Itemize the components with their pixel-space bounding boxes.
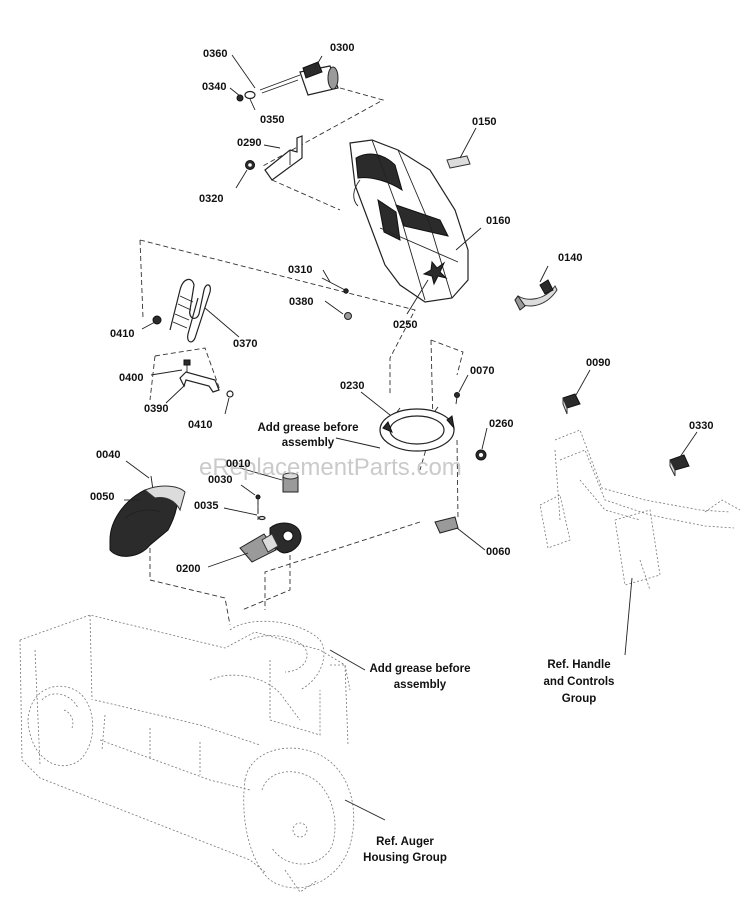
callout-0010[interactable]: 0010 bbox=[226, 458, 250, 470]
callout-0300[interactable]: 0300 bbox=[330, 42, 354, 54]
callout-labels: 0300 0360 0340 0350 0290 0320 0150 0160 … bbox=[90, 42, 713, 575]
callout-0400[interactable]: 0400 bbox=[119, 372, 143, 384]
note-grease-bottom-line1: Add grease before bbox=[370, 663, 471, 675]
part-0150-label[interactable] bbox=[446, 155, 471, 169]
part-0070-bolt[interactable] bbox=[454, 392, 460, 405]
part-0140-handle[interactable] bbox=[514, 279, 558, 311]
note-grease-bottom: Add grease before assembly bbox=[370, 663, 471, 691]
note-ref-auger: Ref. Auger Housing Group bbox=[363, 836, 447, 864]
part-0330-switch[interactable] bbox=[669, 454, 690, 477]
note-ref-handle-line3: Group bbox=[562, 693, 597, 705]
part-0320-nut[interactable] bbox=[245, 160, 255, 170]
note-grease-top-line2: assembly bbox=[282, 437, 335, 449]
callout-0410-lower[interactable]: 0410 bbox=[188, 419, 212, 431]
callout-0230[interactable]: 0230 bbox=[340, 380, 364, 392]
note-grease-top-line1: Add grease before bbox=[258, 422, 359, 434]
part-0160-chute[interactable] bbox=[349, 139, 469, 303]
callout-0360[interactable]: 0360 bbox=[203, 48, 227, 60]
callout-0390[interactable]: 0390 bbox=[144, 403, 168, 415]
handle-controls-reference bbox=[539, 429, 741, 591]
note-grease-top: Add grease before assembly bbox=[258, 422, 359, 449]
callout-0250[interactable]: 0250 bbox=[393, 319, 417, 331]
callout-0320[interactable]: 0320 bbox=[199, 193, 223, 205]
callout-0150[interactable]: 0150 bbox=[472, 116, 496, 128]
part-0230-chute-ring[interactable] bbox=[379, 406, 455, 452]
callout-0370[interactable]: 0370 bbox=[233, 338, 257, 350]
callout-0340[interactable]: 0340 bbox=[202, 81, 226, 93]
callout-0260[interactable]: 0260 bbox=[489, 418, 513, 430]
part-0010-bushing[interactable] bbox=[282, 472, 299, 493]
callout-0030[interactable]: 0030 bbox=[208, 474, 232, 486]
part-0410-nut-lower[interactable] bbox=[226, 390, 234, 398]
callout-0060[interactable]: 0060 bbox=[486, 546, 510, 558]
callout-0040[interactable]: 0040 bbox=[96, 449, 120, 461]
auger-housing-reference bbox=[19, 614, 355, 893]
callout-0310[interactable]: 0310 bbox=[288, 264, 312, 276]
part-0060-clip[interactable] bbox=[434, 516, 459, 534]
part-0090-switch[interactable] bbox=[562, 393, 581, 415]
note-ref-handle: Ref. Handle and Controls Group bbox=[544, 659, 615, 705]
callout-0350[interactable]: 0350 bbox=[260, 114, 284, 126]
callout-0410-upper[interactable]: 0410 bbox=[110, 328, 134, 340]
part-0260-nut[interactable] bbox=[475, 449, 487, 461]
callout-0070[interactable]: 0070 bbox=[470, 365, 494, 377]
part-0340-washer[interactable] bbox=[244, 90, 256, 100]
part-0200-gearbox[interactable] bbox=[239, 522, 302, 563]
callout-0330[interactable]: 0330 bbox=[689, 420, 713, 432]
callout-0200[interactable]: 0200 bbox=[176, 563, 200, 575]
callout-0290[interactable]: 0290 bbox=[237, 137, 261, 149]
leader-lines bbox=[124, 54, 698, 821]
part-0360-nut[interactable] bbox=[236, 94, 244, 102]
part-0035-washer[interactable] bbox=[258, 515, 266, 521]
part-0050-gear-cover[interactable] bbox=[109, 485, 186, 557]
note-ref-handle-line1: Ref. Handle bbox=[547, 659, 610, 671]
watermark-text: eReplacementParts.com bbox=[199, 454, 462, 481]
part-0290-bracket[interactable] bbox=[264, 135, 303, 181]
callout-0050[interactable]: 0050 bbox=[90, 491, 114, 503]
note-ref-auger-line2: Housing Group bbox=[363, 852, 447, 864]
callout-0090[interactable]: 0090 bbox=[586, 357, 610, 369]
callout-0380[interactable]: 0380 bbox=[289, 296, 313, 308]
part-0370-spring[interactable] bbox=[169, 278, 211, 343]
callout-0140[interactable]: 0140 bbox=[558, 252, 582, 264]
part-0030-screw[interactable] bbox=[255, 494, 261, 514]
callout-0160[interactable]: 0160 bbox=[486, 215, 510, 227]
note-ref-handle-line2: and Controls bbox=[544, 676, 615, 688]
part-0380-nut[interactable] bbox=[344, 312, 352, 320]
note-grease-bottom-line2: assembly bbox=[394, 679, 447, 691]
callout-0035[interactable]: 0035 bbox=[194, 500, 218, 512]
note-ref-auger-line1: Ref. Auger bbox=[376, 836, 434, 848]
part-0310-bolt[interactable] bbox=[321, 277, 349, 294]
part-0300-actuator[interactable] bbox=[259, 61, 339, 96]
part-0390-plate[interactable] bbox=[179, 371, 220, 393]
